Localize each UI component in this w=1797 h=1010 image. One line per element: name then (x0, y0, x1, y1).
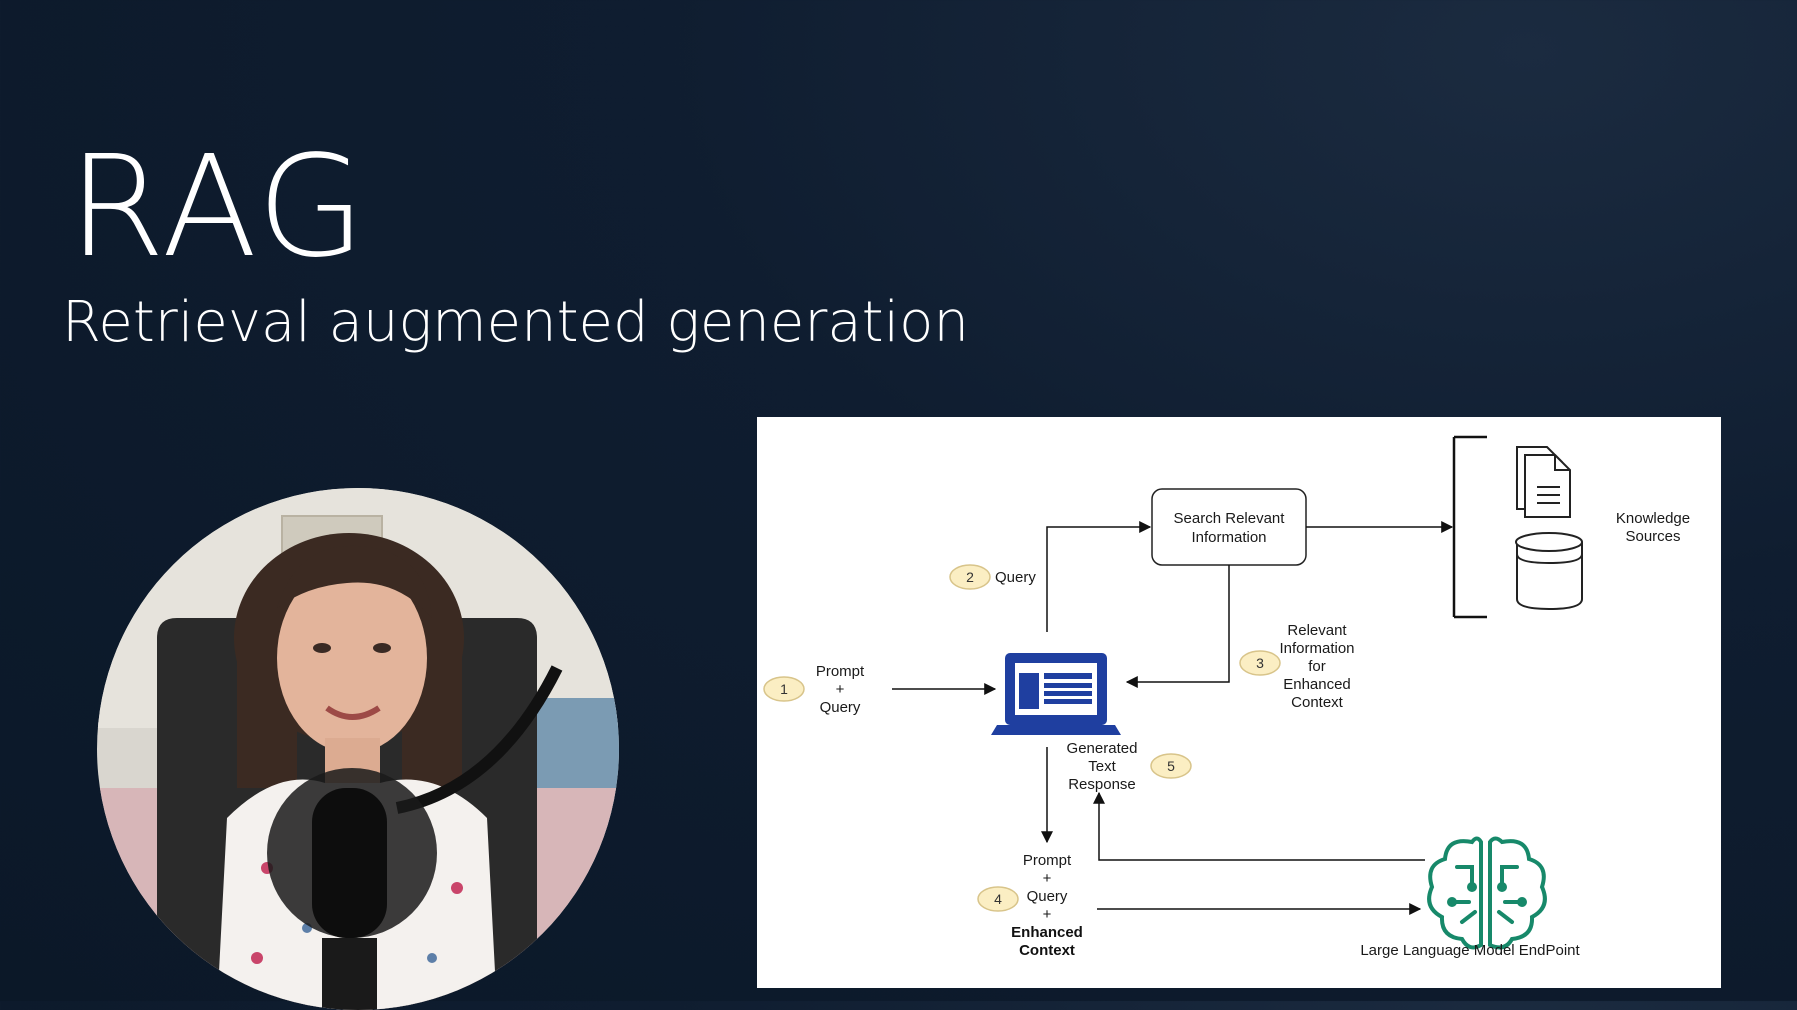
database-icon (1515, 532, 1583, 611)
document-icon (1516, 446, 1571, 518)
step-2-badge: 2 (949, 564, 991, 590)
knowledge-sources-label-2: Sources (1625, 528, 1680, 545)
step-5-label: Generated (1067, 740, 1138, 757)
svg-text:+: + (1043, 906, 1052, 923)
svg-text:for: for (1308, 658, 1326, 675)
svg-text:Search Relevant: Search Relevant (1174, 510, 1286, 527)
svg-text:Context: Context (1019, 942, 1075, 959)
knowledge-sources-label: Knowledge (1616, 510, 1690, 527)
step-5-badge: 5 (1150, 753, 1192, 779)
svg-text:Enhanced: Enhanced (1283, 676, 1351, 693)
svg-text:Query: Query (1027, 888, 1068, 905)
svg-text:2: 2 (966, 569, 974, 585)
step-2-label: Query (995, 569, 1036, 586)
search-box: Search Relevant Information (1151, 488, 1307, 566)
step-3-badge: 3 (1239, 650, 1281, 676)
svg-text:1: 1 (780, 681, 788, 697)
slide-subtitle: Retrieval augmented generation (62, 290, 969, 355)
svg-text:Enhanced: Enhanced (1011, 924, 1083, 941)
svg-text:Information: Information (1279, 640, 1354, 657)
llm-label: Large Language Model EndPoint (1360, 942, 1580, 959)
svg-text:+: + (1043, 870, 1052, 887)
svg-text:Context: Context (1291, 694, 1344, 711)
laptop-icon (991, 653, 1121, 735)
step-4-label: Prompt (1023, 852, 1072, 869)
svg-text:Response: Response (1068, 776, 1136, 793)
brain-circuit-icon (1427, 836, 1547, 950)
step-3-label: Relevant (1287, 622, 1347, 639)
svg-text:+: + (836, 681, 845, 698)
step-4-badge: 4 (977, 886, 1019, 912)
rag-diagram: Search Relevant Information Knowledge So… (757, 417, 1721, 988)
svg-text:Text: Text (1088, 758, 1116, 775)
svg-text:Information: Information (1191, 529, 1266, 546)
svg-text:5: 5 (1167, 758, 1175, 774)
step-1-label: Prompt (816, 663, 865, 680)
svg-text:4: 4 (994, 891, 1002, 907)
svg-text:Query: Query (820, 699, 861, 716)
svg-text:3: 3 (1256, 655, 1264, 671)
slide-title: RAG (68, 126, 368, 289)
knowledge-sources-bracket (1452, 435, 1487, 619)
presenter-webcam (97, 488, 619, 1010)
step-1-badge: 1 (763, 676, 805, 702)
